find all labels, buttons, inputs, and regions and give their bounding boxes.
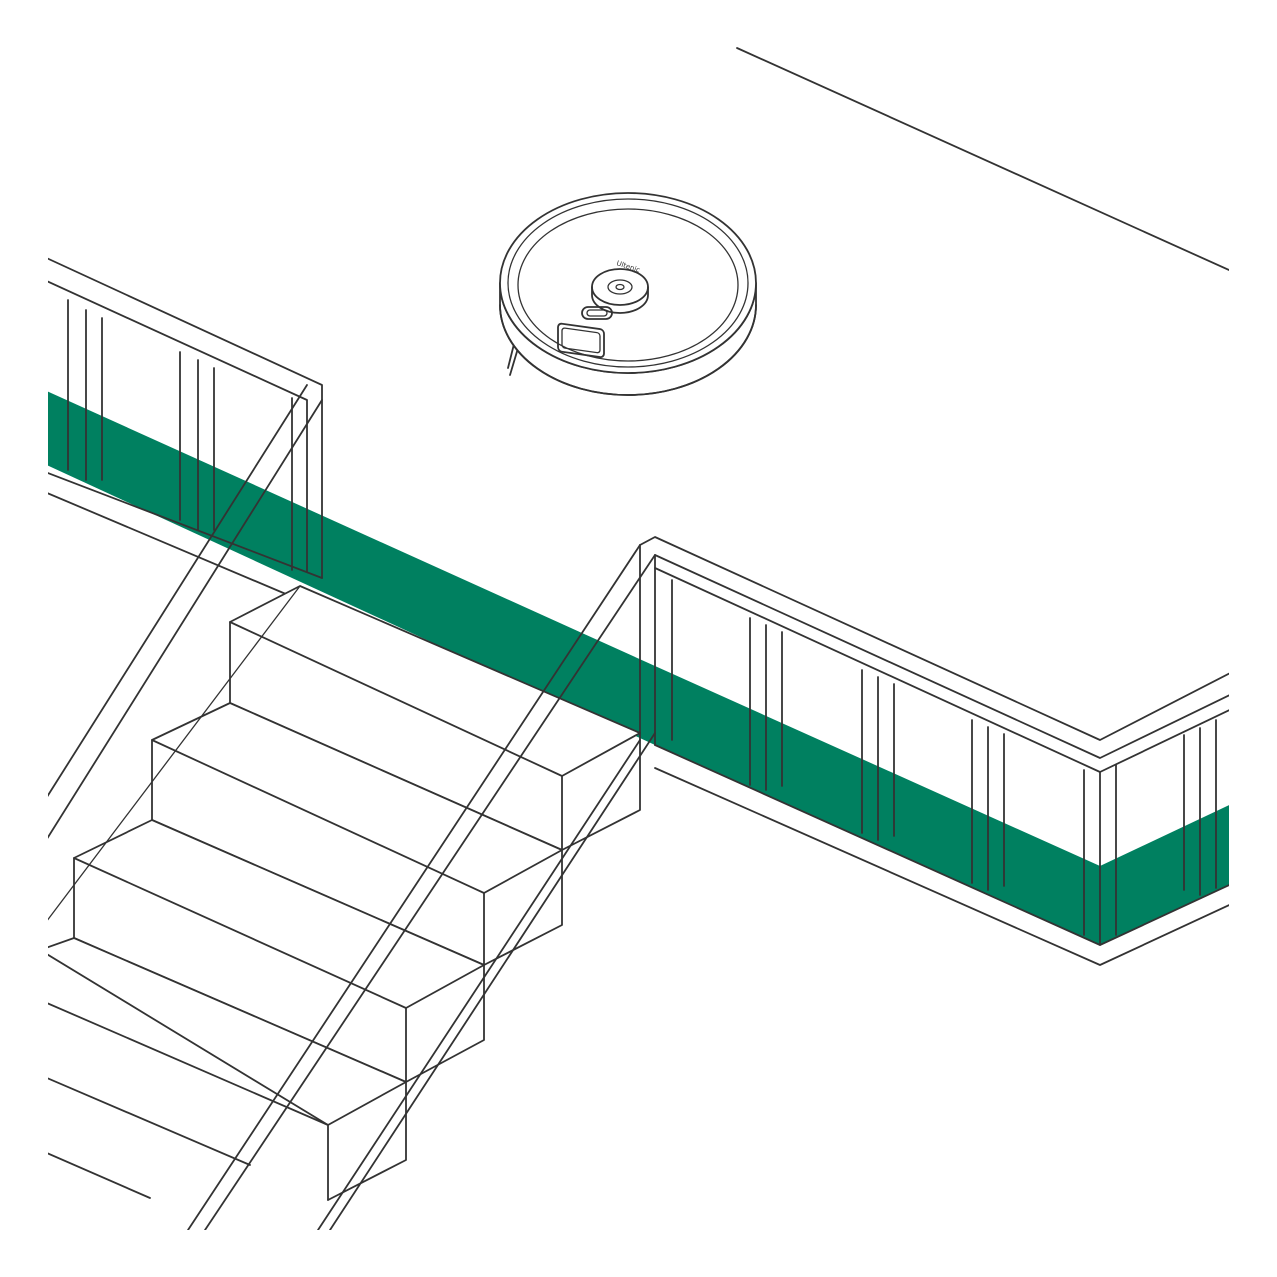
control-buttons-icon [581,306,613,320]
drop-zone-band-left [48,391,655,745]
left-railing [48,257,323,839]
robot-vacuum: Ultenic [499,192,757,396]
stair-handrail [187,544,656,1230]
staircase [48,585,641,1201]
right-railing [639,536,1229,966]
lidar-turret-icon [591,268,649,314]
floor-edge-line [736,47,1229,272]
drop-zone-band-right [655,666,1229,945]
